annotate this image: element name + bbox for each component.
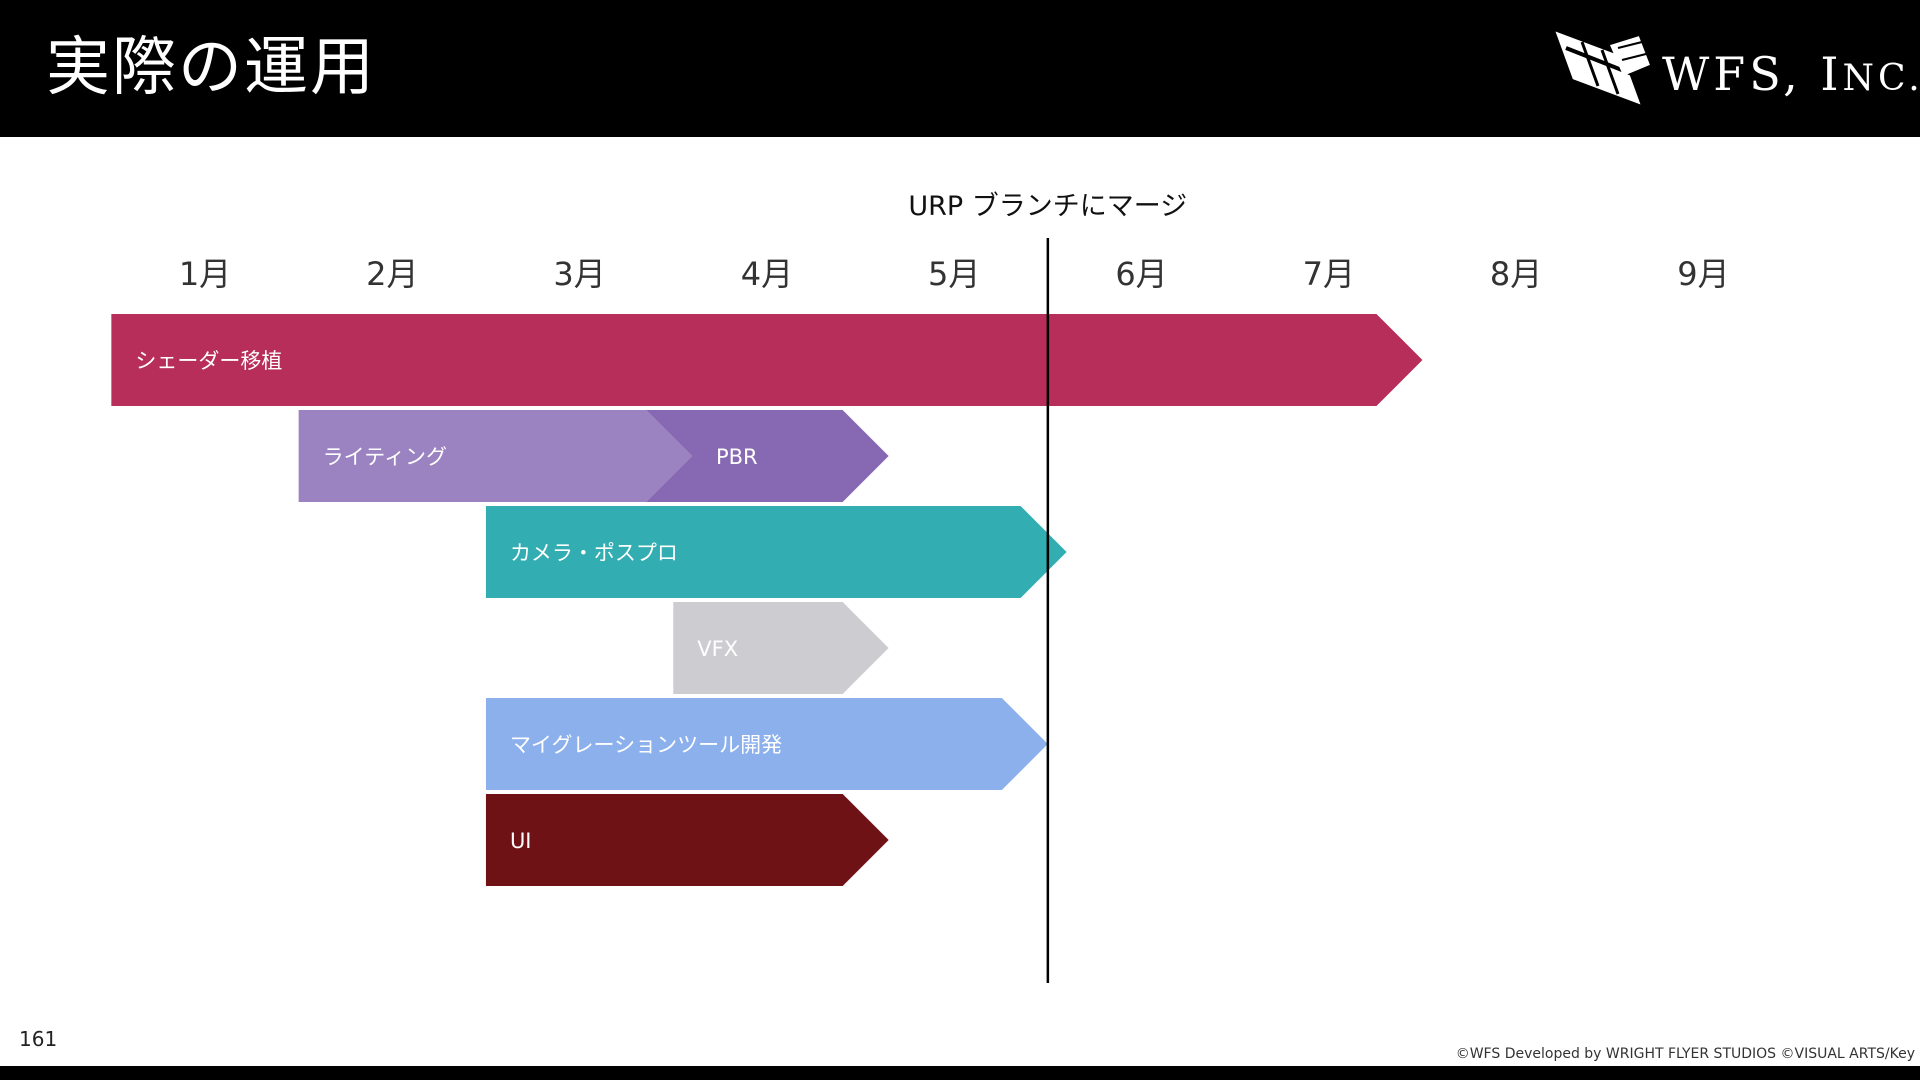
copyright-notice: ©WFS Developed by WRIGHT FLYER STUDIOS ©… <box>1455 1046 1915 1062</box>
task-bar <box>485 794 889 886</box>
logo-text-main: WFS, I <box>1662 47 1843 101</box>
task-label: マイグレーションツール開発 <box>510 733 782 757</box>
month-label: 3月 <box>553 255 605 293</box>
logo-text-small: NC. <box>1842 58 1920 99</box>
task-label: カメラ・ポスプロ <box>510 541 678 565</box>
month-label: 4月 <box>741 255 793 293</box>
page-number: 161 <box>19 1027 58 1051</box>
milestone-label: URP ブランチにマージ <box>908 191 1187 222</box>
month-label: 9月 <box>1677 255 1729 293</box>
month-label: 2月 <box>366 255 418 293</box>
task-bar <box>645 410 889 502</box>
footer-bar <box>0 1066 1920 1080</box>
task-bar <box>298 410 692 502</box>
task-bar <box>485 698 1048 790</box>
task-label: ライティング <box>323 445 447 469</box>
slide-header: 実際の運用 WFS, INC. <box>0 0 1920 137</box>
month-label: 6月 <box>1115 255 1167 293</box>
month-label: 8月 <box>1490 255 1542 293</box>
task-bar <box>485 506 1067 598</box>
task-label: PBR <box>716 445 758 469</box>
airplane-logo-icon <box>1555 31 1650 105</box>
logo-text: WFS, INC. <box>1662 48 1920 105</box>
month-label: 7月 <box>1303 255 1355 293</box>
task-label: シェーダー移植 <box>135 349 282 373</box>
task-bar <box>673 602 889 694</box>
month-label: 1月 <box>179 255 231 293</box>
task-bar <box>111 314 1423 406</box>
month-label: 5月 <box>928 255 980 293</box>
task-label: VFX <box>697 637 738 661</box>
task-label: UI <box>510 829 532 853</box>
company-logo: WFS, INC. <box>1552 28 1920 108</box>
slide-title: 実際の運用 <box>46 31 376 105</box>
